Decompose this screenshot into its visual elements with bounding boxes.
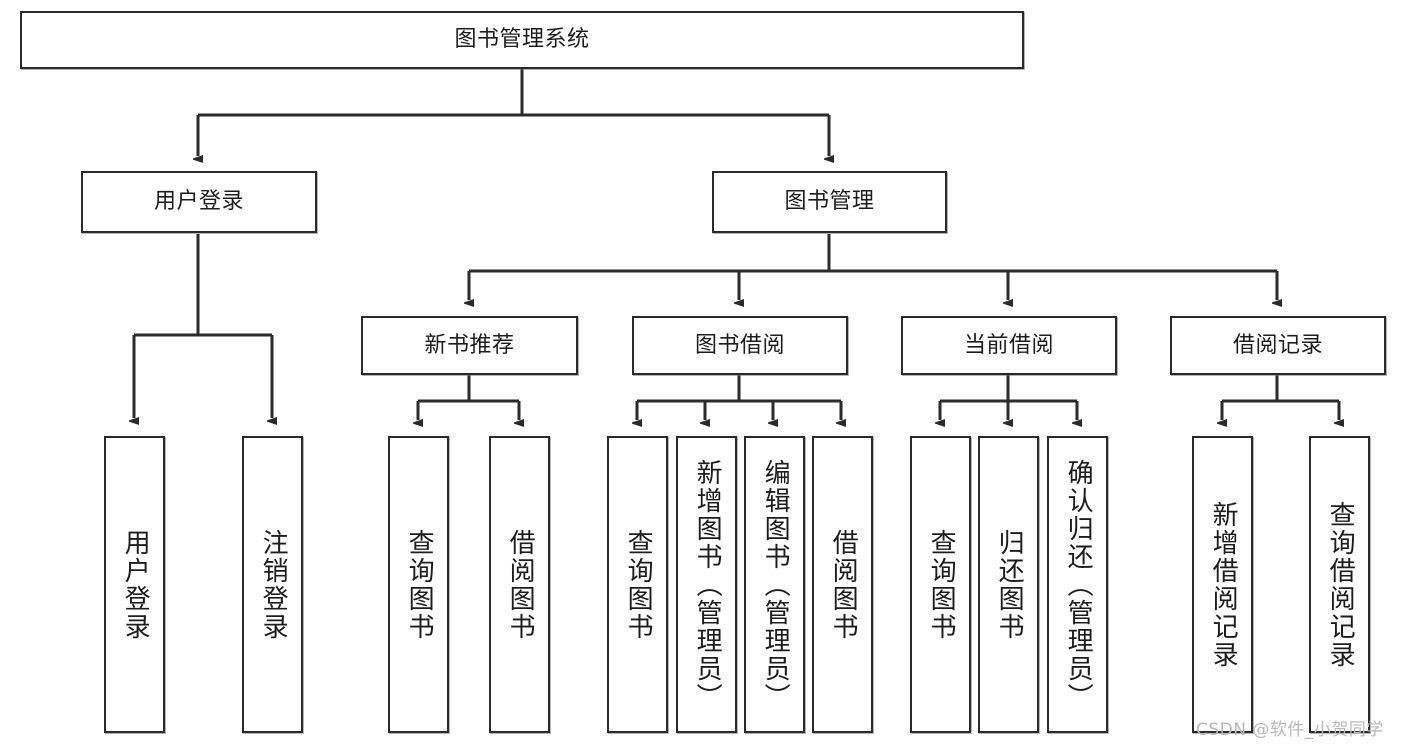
node-leaf-query-book-borrow[interactable]: 查询图书 <box>607 436 668 733</box>
node-label: 图书借阅 <box>694 332 785 358</box>
node-leaf-logout-login[interactable]: 注销登录 <box>242 436 303 733</box>
node-leaf-return-book[interactable]: 归还图书 <box>978 436 1039 733</box>
node-label: 查询借阅记录 <box>1325 500 1356 669</box>
node-label: 确认归还（管理员） <box>1063 458 1094 711</box>
node-label: 编辑图书（管理员） <box>760 458 791 711</box>
node-new-book-recommend[interactable]: 新书推荐 <box>361 316 578 375</box>
node-book-manage[interactable]: 图书管理 <box>712 171 947 233</box>
node-label: 当前借阅 <box>963 332 1054 358</box>
node-label: 借阅图书 <box>505 528 536 641</box>
node-root-system[interactable]: 图书管理系统 <box>20 11 1024 69</box>
node-label: 图书管理系统 <box>454 27 590 53</box>
node-leaf-query-book-current[interactable]: 查询图书 <box>910 436 971 733</box>
node-label: 新增图书（管理员） <box>692 458 723 711</box>
node-leaf-borrow-book-recommend[interactable]: 借阅图书 <box>489 436 550 733</box>
node-book-borrow[interactable]: 图书借阅 <box>632 316 848 375</box>
node-label: 新增借阅记录 <box>1208 500 1239 669</box>
node-label: 归还图书 <box>994 528 1025 641</box>
node-label: 注销登录 <box>258 528 289 641</box>
node-label: 用户登录 <box>153 189 244 215</box>
node-leaf-borrow-book[interactable]: 借阅图书 <box>812 436 873 733</box>
node-label: 新书推荐 <box>424 332 515 358</box>
node-label: 查询图书 <box>404 528 435 641</box>
node-leaf-add-borrow-record[interactable]: 新增借阅记录 <box>1192 436 1253 733</box>
node-label: 借阅记录 <box>1232 332 1323 358</box>
node-leaf-query-borrow-record[interactable]: 查询借阅记录 <box>1309 436 1370 733</box>
node-current-borrow[interactable]: 当前借阅 <box>901 316 1117 375</box>
node-leaf-query-book-recommend[interactable]: 查询图书 <box>388 436 449 733</box>
node-borrow-record[interactable]: 借阅记录 <box>1170 316 1386 375</box>
node-leaf-confirm-return[interactable]: 确认归还（管理员） <box>1047 436 1108 733</box>
node-user-login[interactable]: 用户登录 <box>81 171 317 233</box>
node-leaf-edit-book[interactable]: 编辑图书（管理员） <box>744 436 805 733</box>
node-label: 图书管理 <box>784 189 875 215</box>
node-label: 借阅图书 <box>828 528 859 641</box>
node-label: 用户登录 <box>120 528 151 641</box>
node-leaf-add-book[interactable]: 新增图书（管理员） <box>676 436 737 733</box>
csdn-watermark: CSDN @软件_小贺同学 <box>1196 720 1384 740</box>
node-leaf-user-login[interactable]: 用户登录 <box>104 436 165 733</box>
node-label: 查询图书 <box>926 528 957 641</box>
node-label: 查询图书 <box>623 528 654 641</box>
